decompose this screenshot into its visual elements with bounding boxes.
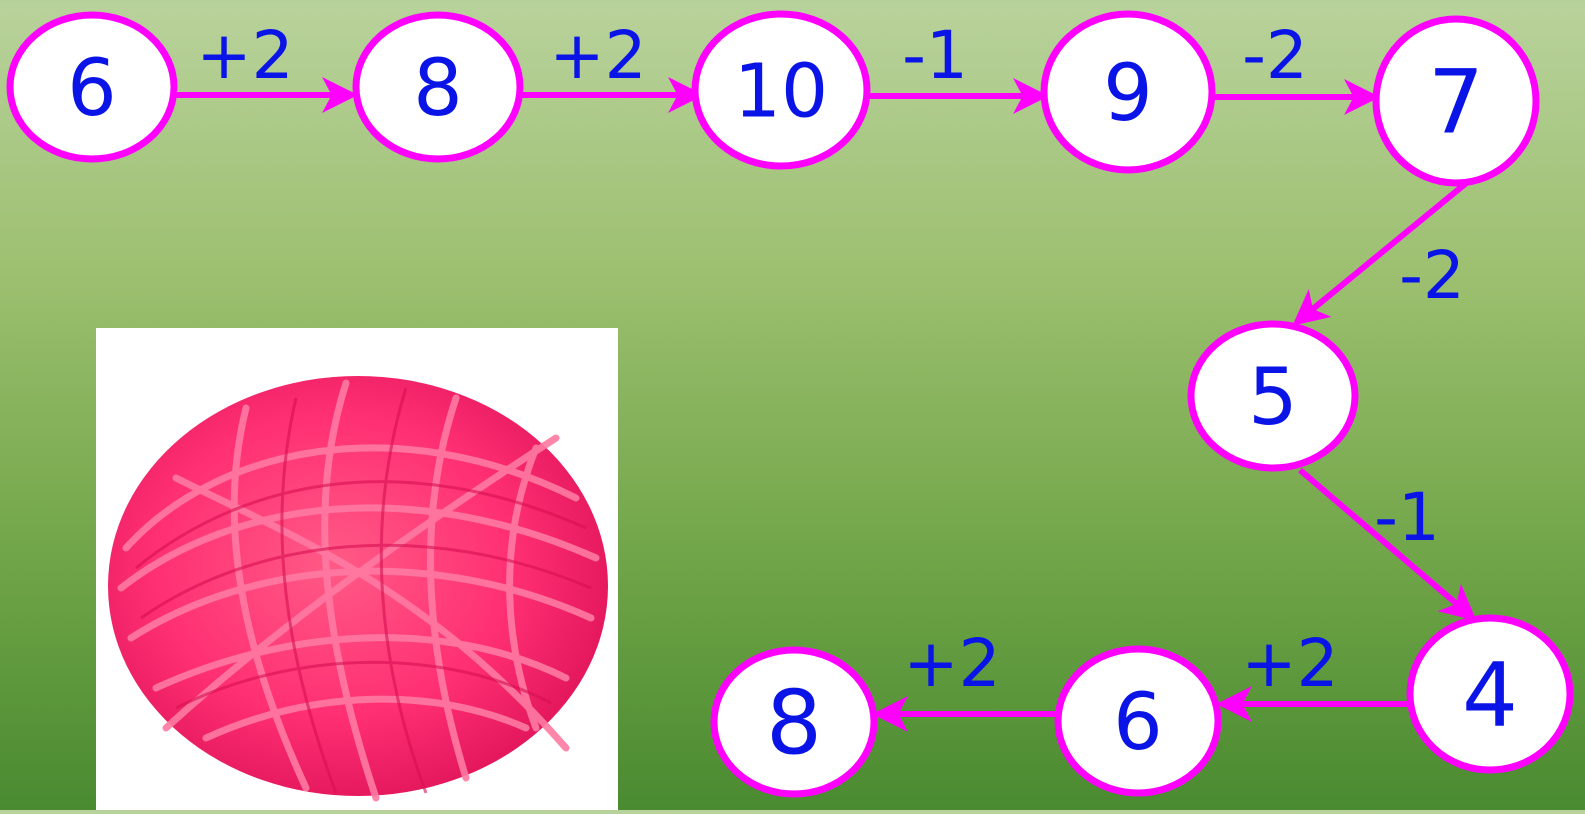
node-n8: 6 [1058,649,1218,793]
node-n7: 4 [1410,618,1570,770]
edge-label: +2 [1241,625,1338,702]
edge-label: +2 [549,17,646,94]
node-number: 5 [1248,353,1298,443]
edge-label: +2 [903,625,1000,702]
edge-label: +2 [196,17,293,94]
edge-label: -1 [1374,479,1440,556]
node-n4: 9 [1044,14,1212,170]
node-number: 8 [766,672,822,775]
node-n9: 8 [714,650,874,794]
node-number: 6 [67,44,117,134]
node-n2: 8 [356,15,520,159]
node-number: 8 [413,44,463,134]
edge-label: -1 [902,17,968,94]
node-number: 4 [1462,644,1518,747]
edge-label: -2 [1242,17,1308,94]
node-number: 6 [1113,678,1163,768]
node-n5: 7 [1376,19,1536,183]
edge-label: -2 [1399,237,1465,314]
node-number: 9 [1103,49,1153,139]
node-n1: 6 [10,15,174,159]
node-number: 10 [734,49,828,135]
node-number: 7 [1428,51,1484,154]
node-n3: 10 [695,14,867,166]
node-n6: 5 [1191,324,1355,468]
